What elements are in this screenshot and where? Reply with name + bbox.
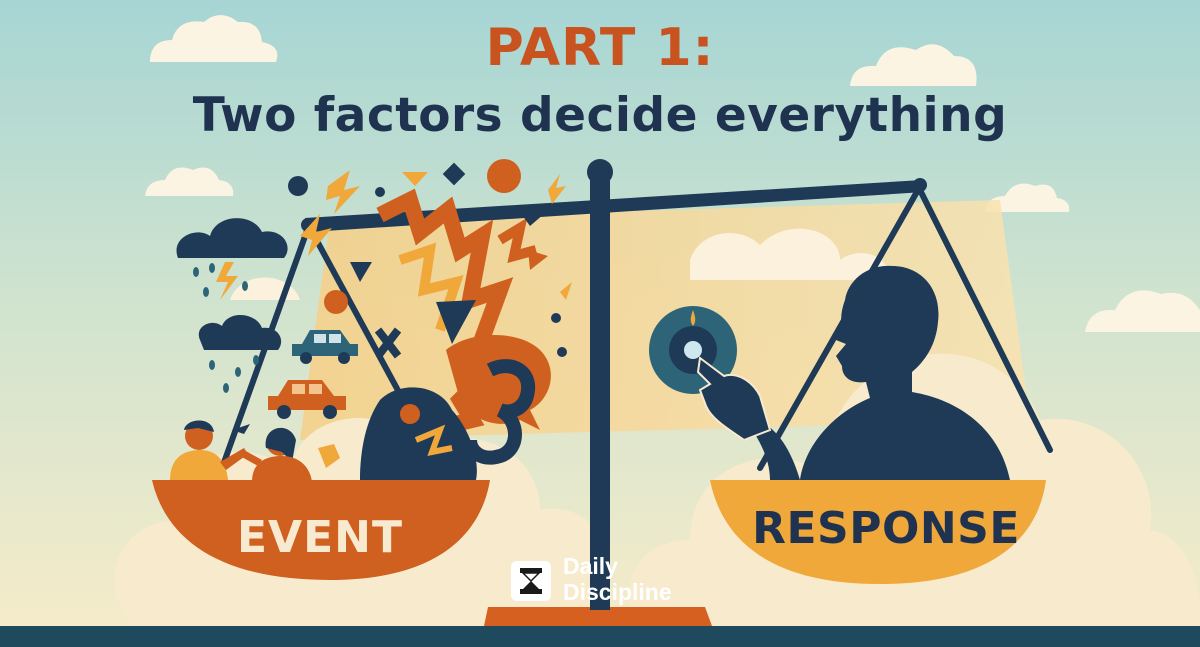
pointing-hand-icon [696,356,772,442]
scale-top-knob [587,159,613,185]
scale-base [484,607,712,626]
person-silhouette-icon [800,265,1010,480]
hourglass-logo-icon [511,561,551,601]
storm-cloud-icon [176,218,288,393]
logo-text-discipline: Discipline [563,579,672,605]
sky-clouds [145,15,1200,332]
chaos-shapes [176,159,572,480]
logo-text-daily: Daily [563,553,618,579]
event-pan-label: EVENT [236,512,403,563]
car-icon [292,330,358,364]
page-title: PART 1: [485,18,715,78]
car-icon [268,380,346,419]
daily-discipline-logo: Daily Discipline [511,553,701,605]
scale-beam [305,180,924,232]
right-pan [710,480,1046,584]
scale-pillar [590,178,610,610]
arguing-people-icon [170,420,340,482]
page-subtitle: Two factors decide everything [192,88,1008,143]
bottom-band [0,626,1200,647]
person-arm [748,420,800,480]
response-pan-label: RESPONSE [752,503,1020,554]
left-pan [152,480,490,580]
